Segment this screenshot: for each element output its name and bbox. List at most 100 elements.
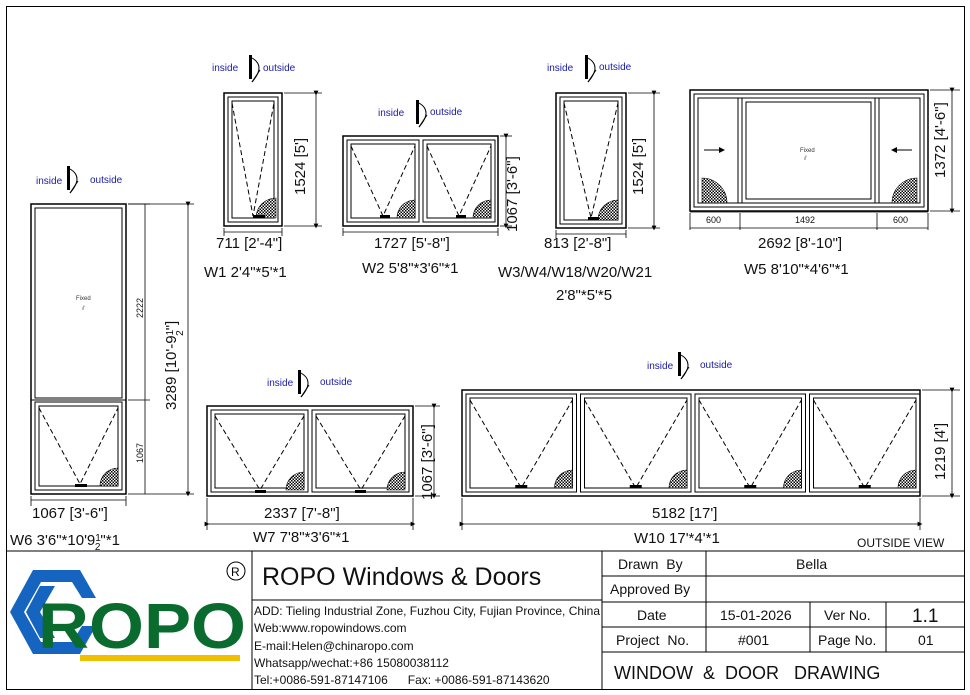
w10-sash	[465, 393, 577, 493]
w5-width-dim: 2692 [8'-10"]	[758, 235, 842, 252]
w10-sash-inner	[813, 397, 917, 489]
outside-label: outside	[320, 377, 353, 388]
fixed-glass-mark: ⫽	[81, 305, 85, 312]
company-web: Web:www.ropowindows.com	[254, 621, 407, 635]
w7-label: W7 7'8"*3'6"*1	[253, 529, 349, 546]
w3-label-line2: 2'8"*5'*5	[556, 287, 612, 304]
page-label: Page No.	[818, 632, 876, 648]
project-value: #001	[738, 632, 769, 648]
w10-sash-inner	[584, 397, 688, 489]
w10-handle	[858, 485, 871, 488]
inside-label: inside	[547, 63, 574, 74]
w5-seg-dim-left: 600	[706, 215, 721, 225]
w10-sashes	[465, 393, 921, 493]
drawing-title: WINDOW & DOOR DRAWING	[614, 663, 880, 683]
sheet-border	[6, 6, 965, 690]
inside-label: inside	[647, 361, 674, 372]
w10-sash	[809, 393, 921, 493]
window-w7: inside outside 1067 [3'-6"] 2337 [7'-8"]…	[204, 370, 440, 546]
w3-width-dim: 813 [2'-8"]	[544, 235, 611, 252]
w10-height-dim: 1219 [4']	[932, 423, 949, 480]
window-w3: inside outside 1524 [5'] 813 [2'-8"] W3/…	[498, 55, 660, 304]
inside-outside-symbol: inside outside	[267, 370, 353, 398]
w10-sash-inner	[698, 397, 802, 489]
w1-label: W1 2'4"*5'*1	[204, 264, 287, 281]
w10-hinge-hatch	[783, 469, 802, 489]
ropo-logo: ROPO R	[10, 561, 246, 662]
w5-seg-dim-right: 600	[893, 215, 908, 225]
w6-seg-dim-lower: 1067	[135, 443, 145, 463]
window-w6: inside outside Fixed ⫽ 2222 1067 3289 [1…	[10, 166, 194, 553]
w10-opening-line	[698, 399, 802, 489]
w10-sash	[580, 393, 692, 493]
w2-width-dim: 1727 [5'-8"]	[374, 235, 450, 252]
w5-seg-dim-center: 1492	[795, 215, 815, 225]
date-value: 15-01-2026	[720, 607, 792, 623]
company-tel-fax: Tel:+0086-591-87147106 Fax: +0086-591-87…	[254, 673, 550, 687]
version-label: Ver No.	[824, 607, 871, 623]
w10-opening-line	[469, 399, 573, 489]
page-value: 01	[918, 632, 934, 648]
w10-handle	[629, 485, 642, 488]
w6-width-dim: 1067 [3'-6"]	[32, 505, 108, 522]
w6-seg-dim-upper: 2222	[135, 298, 145, 318]
outside-label: outside	[263, 63, 296, 74]
inside-label: inside	[212, 63, 239, 74]
w2-label: W2 5'8"*3'6"*1	[362, 260, 458, 277]
w1-height-dim: 1524 [5']	[292, 138, 309, 195]
w7-height-dim: 1067 [3'-6"]	[419, 424, 436, 500]
outside-label: outside	[599, 62, 632, 73]
w10-sash-inner	[469, 397, 573, 489]
w5-height-dim: 1372 [4'-6"]	[932, 102, 949, 178]
company-email: E-mail:Helen@chinaropo.com	[254, 639, 414, 653]
w2-height-dim: 1067 [3'-6"]	[504, 156, 521, 232]
inside-label: inside	[267, 378, 294, 389]
project-label: Project No.	[616, 632, 689, 648]
w10-width-dim: 5182 [17']	[652, 505, 717, 522]
w3-height-dim: 1524 [5']	[630, 138, 647, 195]
company-address: ADD: Tieling Industrial Zone, Fuzhou Cit…	[254, 604, 600, 618]
inside-outside-symbol: inside outside	[212, 55, 296, 83]
logo-text: ROPO	[38, 590, 246, 662]
window-w5: Fixed ⫽ 600 1492 600 2692 [8'-10"] 1372 …	[689, 87, 960, 278]
registered-mark: R	[231, 565, 240, 579]
inside-label: inside	[378, 108, 405, 119]
w1-width-dim: 711 [2'-4"]	[216, 235, 282, 252]
window-w10: inside outside 1219 [4'] 5182 [17'] W10 …	[459, 352, 960, 547]
w10-handle	[515, 485, 528, 488]
w10-opening-line	[584, 399, 688, 489]
w7-width-dim: 2337 [7'-8"]	[264, 505, 340, 522]
window-w2: inside outside 1067 [3'-6"] 1727 [5'-8"]…	[342, 100, 521, 277]
title-block: ROPO R ROPO Windows & Doors ADD: Tieling…	[6, 550, 964, 689]
company-whatsapp: Whatsapp/wechat:+86 15080038112	[254, 656, 449, 670]
w3-label: W3/W4/W18/W20/W21	[498, 264, 652, 281]
w10-opening-line	[813, 399, 917, 489]
drawn-by-label: Drawn By	[618, 556, 683, 572]
window-w1: inside outside 1524 [5'] 711 [2'-4"] W1 …	[204, 55, 322, 281]
company-name: ROPO Windows & Doors	[262, 563, 541, 591]
approved-by-label: Approved By	[610, 581, 690, 597]
outside-label: outside	[700, 360, 733, 371]
drawn-by-value: Bella	[796, 556, 827, 572]
w5-fixed-label: Fixed	[800, 148, 815, 154]
outside-label: outside	[90, 175, 123, 186]
fixed-glass-mark: ⫽	[803, 155, 807, 162]
w10-hinge-hatch	[668, 469, 688, 489]
w6-height-dim: 3289 [10'-912"]	[163, 321, 186, 410]
w10-handle	[744, 485, 757, 488]
inside-label: inside	[36, 176, 63, 187]
w10-label: W10 17'*4'*1	[634, 530, 720, 547]
inside-outside-symbol: inside outside	[647, 352, 733, 380]
w6-fixed-label: Fixed	[76, 296, 91, 302]
version-value: 1.1	[912, 606, 938, 627]
inside-outside-symbol: inside outside	[36, 166, 123, 194]
w10-hinge-hatch	[554, 469, 573, 489]
inside-outside-symbol: inside outside	[378, 100, 463, 128]
w10-hinge-hatch	[897, 469, 917, 489]
outside-label: outside	[430, 107, 463, 118]
inside-outside-symbol: inside outside	[547, 55, 632, 83]
date-label: Date	[637, 607, 667, 623]
outside-view-label: OUTSIDE VIEW	[857, 536, 945, 550]
